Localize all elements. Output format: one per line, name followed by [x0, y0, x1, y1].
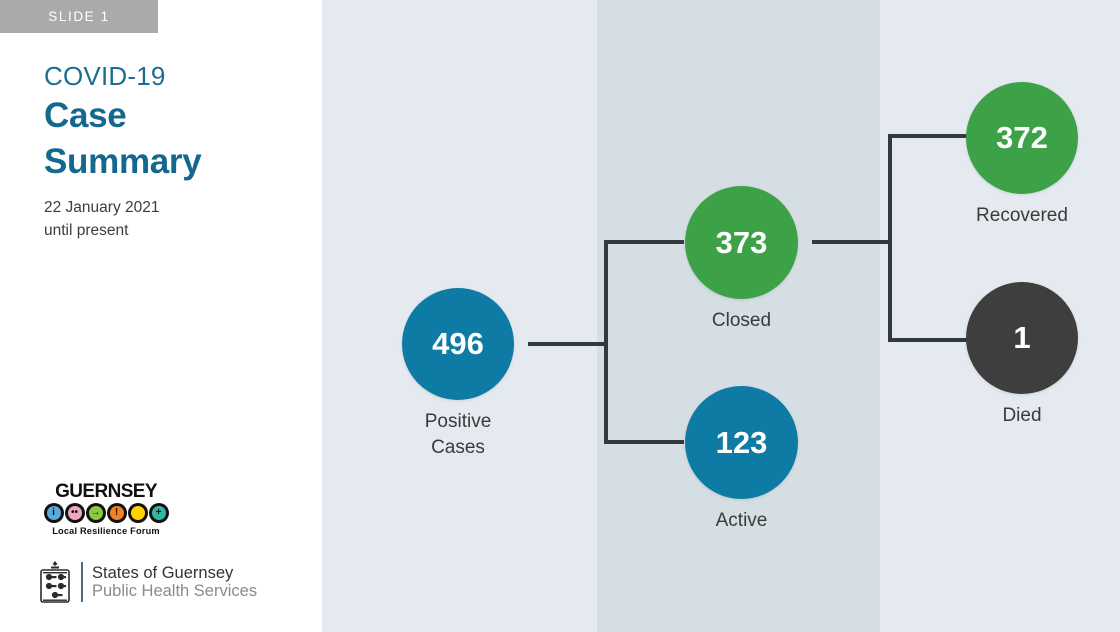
- states-of-guernsey-line-1: States of Guernsey: [92, 563, 234, 582]
- slide-number-badge: SLIDE 1: [0, 0, 158, 33]
- states-of-guernsey-line-2: Public Health Services: [92, 582, 258, 600]
- alert-icon: !: [106, 503, 127, 523]
- node-active: 123 Active: [685, 386, 798, 534]
- megaphone-icon: ••: [64, 503, 85, 523]
- node-recovered-label: Recovered: [976, 205, 1068, 226]
- node-died-value: 1: [966, 282, 1078, 394]
- connector-branch-1-to-active: [604, 440, 684, 444]
- connector-closed-to-branch: [812, 240, 892, 244]
- date-range-line-2: until present: [44, 221, 129, 239]
- node-positive-cases: 496 Positive Cases: [402, 288, 514, 460]
- node-closed-label: Closed: [711, 310, 772, 331]
- plus-icon: +: [148, 503, 169, 523]
- page-title-line-2: Summary: [44, 141, 202, 181]
- states-of-guernsey-logo: States of Guernsey Public Health Service…: [38, 560, 257, 604]
- connector-branch-2-to-recovered: [888, 134, 968, 138]
- node-closed: 373 Closed: [685, 186, 798, 334]
- arrow-right-icon: →: [85, 503, 106, 523]
- node-recovered-value: 372: [966, 82, 1078, 194]
- node-positive-cases-value: 496: [402, 288, 514, 400]
- left-panel-background: [0, 0, 322, 632]
- connector-branch-2-to-died: [888, 338, 968, 342]
- guernsey-crest-icon: [38, 560, 72, 604]
- information-icon: i: [43, 503, 64, 523]
- node-active-label: Active: [715, 510, 768, 531]
- node-recovered: 372 Recovered: [966, 82, 1078, 229]
- guernsey-lrf-logo: GUERNSEY i •• → ! + Local Resilience For…: [42, 482, 170, 536]
- node-died: 1 Died: [966, 282, 1078, 429]
- node-active-value: 123: [685, 386, 798, 499]
- date-range-line-1: 22 January 2021: [44, 199, 160, 217]
- logo-divider: [81, 562, 83, 602]
- pac-icon: [127, 503, 148, 523]
- node-positive-cases-label: Positive Cases: [424, 411, 492, 458]
- title-block: COVID-19 Case Summary 22 January 2021 un…: [44, 61, 304, 242]
- page-eyebrow: COVID-19: [44, 61, 166, 91]
- node-died-label: Died: [1002, 405, 1042, 426]
- node-closed-value: 373: [685, 186, 798, 299]
- connector-branch-1-to-closed: [604, 240, 684, 244]
- guernsey-icon-row: i •• → ! +: [42, 503, 170, 523]
- connector-branch-2-vertical: [888, 134, 892, 342]
- diagram-panel-mid-band: [597, 0, 880, 632]
- guernsey-wordmark: GUERNSEY: [55, 481, 157, 502]
- connector-positive-to-branch: [528, 342, 608, 346]
- page-title-line-1: Case: [44, 95, 127, 135]
- connector-branch-1-vertical: [604, 240, 608, 444]
- guernsey-tagline: Local Resilience Forum: [52, 526, 160, 536]
